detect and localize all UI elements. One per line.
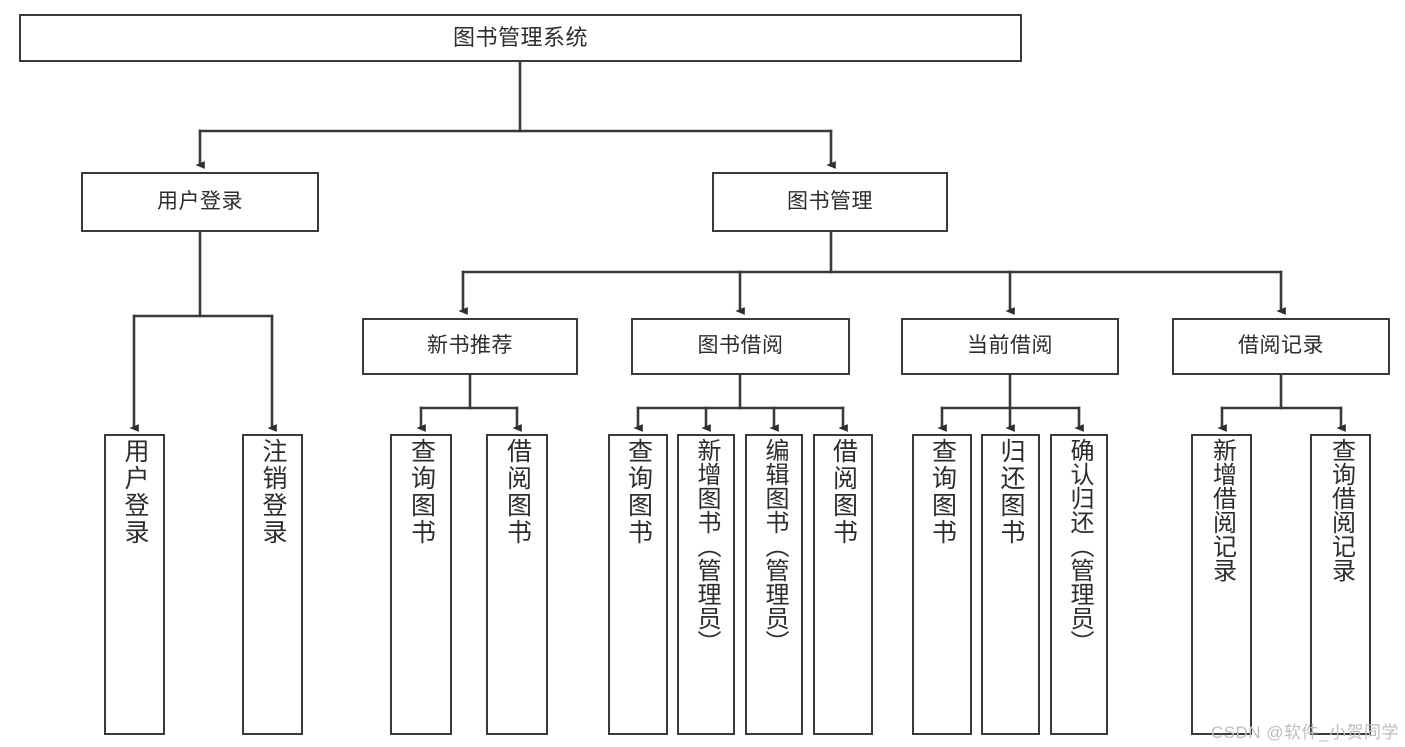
node-label: 图书借阅: [697, 334, 784, 358]
node-label: 图书管理系统: [452, 25, 588, 51]
node-label: 新增借阅记录: [1208, 438, 1236, 582]
node-label: 借阅记录: [1238, 334, 1324, 358]
node-label: 新书推荐: [427, 334, 513, 358]
leaf-borrow-edit-book-admin[interactable]: 编辑图书（管理员）: [745, 434, 803, 735]
node-label: 查询图书: [407, 438, 436, 546]
node-current-borrow[interactable]: 当前借阅: [901, 318, 1119, 375]
node-label: 用户登录: [121, 438, 149, 546]
node-label: 查询借阅记录: [1327, 438, 1355, 582]
node-label: 查询图书: [624, 438, 653, 546]
node-book-borrow[interactable]: 图书借阅: [631, 318, 850, 375]
node-label: 编辑图书（管理员）: [761, 438, 788, 654]
node-label: 用户登录: [157, 189, 243, 213]
node-label: 归还图书: [997, 438, 1025, 546]
node-book-management[interactable]: 图书管理: [712, 172, 948, 232]
leaf-record-add-record[interactable]: 新增借阅记录: [1191, 434, 1252, 735]
leaf-current-query-book[interactable]: 查询图书: [912, 434, 972, 735]
node-label: 借阅图书: [829, 438, 858, 546]
watermark-text: CSDN @软件_小贺同学: [1210, 723, 1399, 742]
node-root-system[interactable]: 图书管理系统: [19, 14, 1022, 62]
node-user-login[interactable]: 用户登录: [81, 172, 319, 232]
leaf-user-login[interactable]: 用户登录: [104, 434, 165, 735]
leaf-recommend-query-book[interactable]: 查询图书: [390, 434, 452, 735]
node-new-book-recommend[interactable]: 新书推荐: [362, 318, 578, 375]
node-label: 新增图书（管理员）: [693, 438, 720, 654]
node-label: 注销登录: [259, 438, 287, 546]
leaf-recommend-borrow-book[interactable]: 借阅图书: [486, 434, 548, 735]
leaf-borrow-query-book[interactable]: 查询图书: [608, 434, 668, 735]
leaf-user-logout[interactable]: 注销登录: [242, 434, 303, 735]
leaf-record-query-record[interactable]: 查询借阅记录: [1310, 434, 1371, 735]
node-label: 图书管理: [787, 189, 873, 213]
node-label: 查询图书: [928, 438, 957, 546]
node-label: 确认归还（管理员）: [1066, 438, 1093, 654]
node-label: 当前借阅: [967, 334, 1053, 358]
leaf-borrow-borrow-book[interactable]: 借阅图书: [813, 434, 873, 735]
leaf-borrow-add-book-admin[interactable]: 新增图书（管理员）: [677, 434, 735, 735]
node-borrow-record[interactable]: 借阅记录: [1172, 318, 1390, 375]
node-label: 借阅图书: [503, 438, 532, 546]
leaf-current-confirm-return-admin[interactable]: 确认归还（管理员）: [1050, 434, 1108, 735]
leaf-current-return-book[interactable]: 归还图书: [981, 434, 1040, 735]
